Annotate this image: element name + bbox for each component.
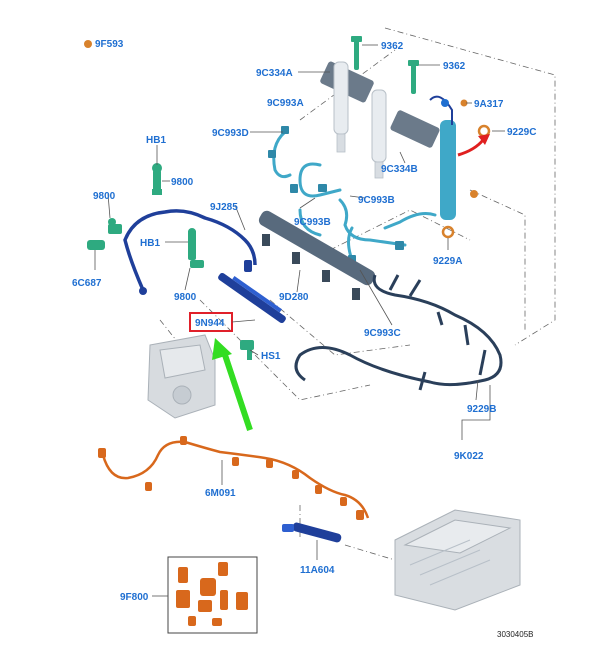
label-9C993A: 9C993A: [267, 98, 304, 109]
label-9A317: 9A317: [474, 99, 504, 110]
injector-group: [320, 61, 440, 179]
red-arrowhead-icon: [478, 134, 490, 145]
label-9C993C: 9C993C: [364, 328, 401, 339]
engine-block-left: [147, 334, 216, 419]
label-9362-right: 9362: [443, 61, 466, 72]
legend-dot-icon: [84, 40, 92, 48]
glow-plug-11A604: [282, 522, 342, 543]
label-9N944: 9N944: [195, 318, 225, 329]
clip-9800-upper: [152, 163, 162, 195]
bolt-9362-right: [408, 60, 419, 94]
label-9C993B-left: 9C993B: [294, 217, 331, 228]
label-9229C: 9229C: [507, 127, 536, 138]
green-arrowhead-icon: [212, 338, 232, 360]
label-HB1-mid: HB1: [140, 238, 160, 249]
fuel-rail-9D280: [258, 210, 376, 300]
harness-branches: [388, 274, 487, 391]
fuel-lines: [272, 130, 437, 272]
label-9800-left: 9800: [93, 191, 116, 202]
label-9C334A: 9C334A: [256, 68, 293, 79]
bolt-9362-top: [351, 36, 362, 70]
label-9229A: 9229A: [433, 256, 462, 267]
label-6C687: 6C687: [72, 278, 102, 289]
red-arrow-icon: [457, 139, 485, 157]
harness-6M091-connectors: [98, 436, 364, 520]
label-11A604: 11A604: [300, 565, 335, 576]
label-9229B: 9229B: [467, 404, 496, 415]
label-9362-top: 9362: [381, 41, 404, 52]
kit-9F800-box: [167, 556, 258, 634]
label-9D280: 9D280: [279, 292, 309, 303]
harness-9K022: [294, 274, 503, 387]
clip-9800-left: [87, 218, 122, 250]
label-9C993D: 9C993D: [212, 128, 249, 139]
label-leaders: [94, 44, 505, 597]
clip-9800-low: [188, 228, 204, 268]
reference-number: 3030405B: [497, 630, 533, 639]
rail-injector-right: [429, 95, 491, 239]
label-9C334B: 9C334B: [381, 164, 418, 175]
label-9K022: 9K022: [454, 451, 484, 462]
label-9C993B-right: 9C993B: [358, 195, 395, 206]
bracket-9N944: [218, 272, 286, 324]
label-6M091: 6M091: [205, 488, 236, 499]
label-9800-mid: 9800: [171, 177, 194, 188]
green-arrow-icon: [221, 351, 253, 431]
label-9J285: 9J285: [210, 202, 238, 213]
label-HS1: HS1: [261, 351, 281, 362]
return-line-9J285: [123, 209, 257, 291]
label-HB1-top: HB1: [146, 135, 166, 146]
label-9F800: 9F800: [120, 592, 149, 603]
label-9800-low: 9800: [174, 292, 197, 303]
legend-label: 9F593: [95, 39, 124, 50]
harness-6M091: [101, 440, 370, 519]
clip-HS1: [240, 340, 254, 360]
cylinder-head: [394, 509, 521, 611]
